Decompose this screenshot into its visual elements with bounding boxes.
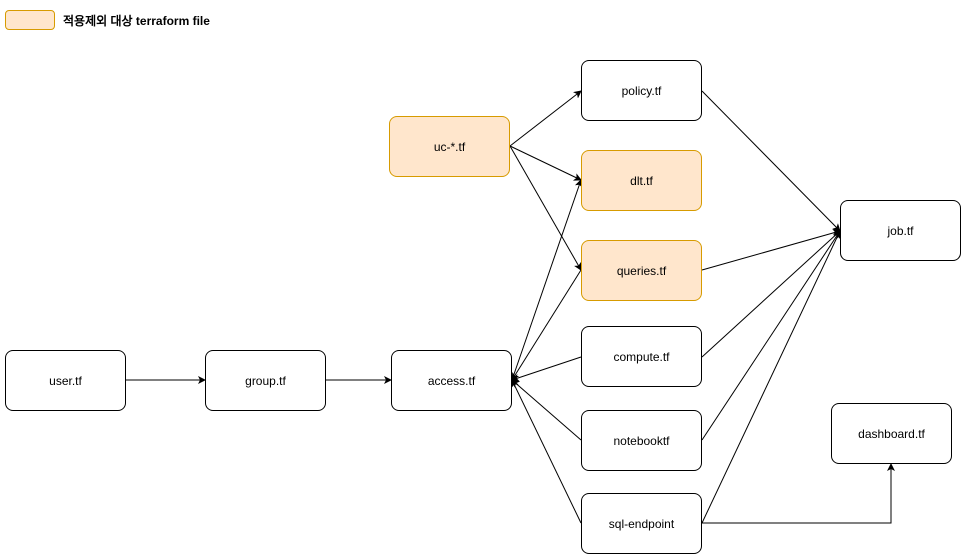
edge-uc-to-queries bbox=[509, 145, 582, 271]
edge-queries-to-job bbox=[701, 229, 841, 271]
node-access-tf[interactable]: access.tf bbox=[391, 350, 512, 411]
node-group-tf[interactable]: group.tf bbox=[205, 350, 326, 411]
edge-policy-to-job bbox=[701, 90, 841, 232]
edge-uc-to-policy bbox=[509, 90, 582, 147]
node-dashboard-tf[interactable]: dashboard.tf bbox=[831, 403, 952, 464]
edge-sql-to-dashboard bbox=[702, 463, 895, 524]
edge-notebook-to-access bbox=[511, 379, 582, 441]
edge-access-to-dlt bbox=[511, 179, 583, 381]
edge-sql-to-access bbox=[511, 379, 582, 524]
edge-sql-to-job bbox=[701, 230, 841, 524]
node-user-tf[interactable]: user.tf bbox=[5, 350, 126, 411]
edge-compute-to-access bbox=[511, 356, 582, 382]
node-dlt-tf[interactable]: dlt.tf bbox=[581, 150, 702, 211]
node-queries-tf[interactable]: queries.tf bbox=[581, 240, 702, 301]
node-compute-tf[interactable]: compute.tf bbox=[581, 326, 702, 387]
legend-swatch bbox=[5, 10, 55, 30]
node-job-tf[interactable]: job.tf bbox=[840, 200, 961, 261]
edge-compute-to-job bbox=[701, 230, 841, 358]
edge-notebook-to-job bbox=[701, 230, 841, 441]
edge-uc-to-dlt bbox=[509, 145, 582, 181]
edge-queries-to-access bbox=[511, 269, 582, 381]
node-notebook-tf[interactable]: notebooktf bbox=[581, 410, 702, 471]
legend-label: 적용제외 대상 terraform file bbox=[63, 14, 210, 28]
node-policy-tf[interactable]: policy.tf bbox=[581, 60, 702, 121]
node-uc-tf[interactable]: uc-*.tf bbox=[389, 116, 510, 177]
node-sql-endpoint[interactable]: sql-endpoint bbox=[581, 493, 702, 554]
